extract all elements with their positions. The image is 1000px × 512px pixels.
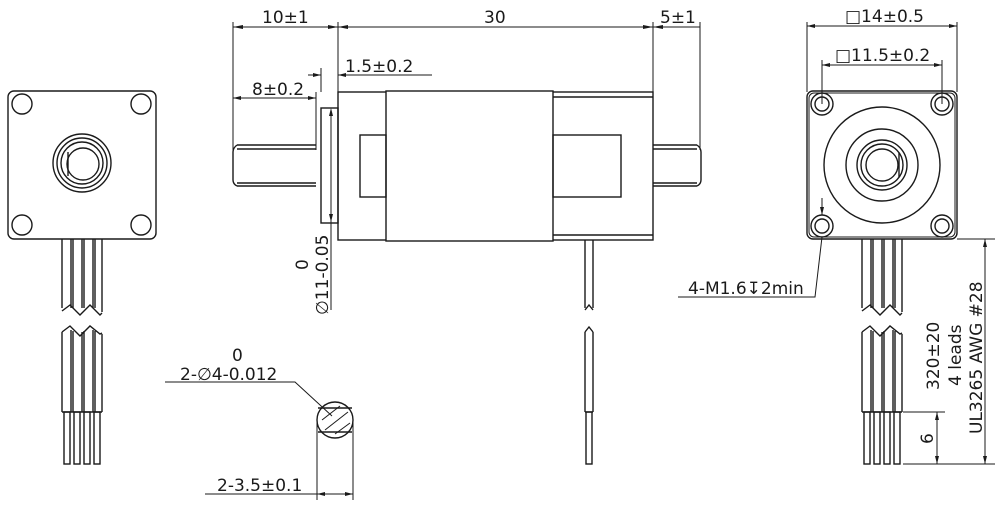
mount-hole-icon [130, 93, 152, 115]
dim-lead-count-label: 4 leads [946, 324, 966, 386]
rear-shaft [653, 144, 702, 187]
mount-hole-icon [930, 214, 954, 238]
dim-flange-thickness-label: 1.5±0.2 [345, 57, 413, 77]
dim-strip-length-label: 6 [918, 433, 938, 444]
dim-flat-width-label: 2-3.5±0.1 [217, 476, 302, 496]
motor-body [337, 90, 654, 242]
dim-lead-length-label: 320±20 [924, 322, 944, 390]
dim-front-shaft-label: 10±1 [262, 8, 309, 28]
dim-lead-spec-label: UL3265 AWG #28 [967, 281, 987, 434]
front-shaft [232, 144, 316, 187]
end-view-flange [806, 90, 958, 240]
end-view-leads [861, 239, 903, 465]
dim-shaft-diameter-tol-label: 0 [232, 346, 243, 366]
dim-boss-diameter-label: ∅11-0.05 [313, 235, 333, 315]
dim-rear-shaft-label: 5±1 [660, 8, 696, 28]
mount-hole-icon [810, 92, 834, 116]
dim-hole-pitch-label: □11.5±0.2 [835, 46, 930, 66]
front-boss [52, 133, 112, 193]
dim-mount-holes-label: 4-M1.6↧2min [688, 279, 804, 299]
front-boss-side [320, 107, 339, 224]
mount-hole-icon [130, 214, 152, 236]
mount-hole-icon [930, 92, 954, 116]
end-view: □14±0.5 □11.5±0.2 4-M1.6↧2min [678, 7, 995, 465]
mount-hole-icon [11, 214, 33, 236]
mount-hole-icon [11, 93, 33, 115]
dim-outer-square-label: □14±0.5 [845, 7, 924, 27]
front-view-flange [7, 90, 157, 240]
dim-flat-length-label: 8±0.2 [252, 80, 304, 100]
dim-shaft-diameter-label: 2-∅4-0.012 [180, 365, 277, 385]
shaft-cross-section: 0 2-∅4-0.012 2-3.5±0.1 [165, 346, 354, 500]
side-view-lead [584, 240, 594, 465]
side-view: 10±1 30 5±1 1.5±0.2 8±0.2 0 ∅11-0.05 [232, 8, 702, 465]
front-view [7, 90, 157, 465]
front-view-leads [61, 239, 103, 465]
dim-body-length-label: 30 [484, 8, 506, 28]
dim-boss-diameter-tol-label: 0 [293, 259, 313, 270]
end-bearing-housing [823, 106, 941, 224]
